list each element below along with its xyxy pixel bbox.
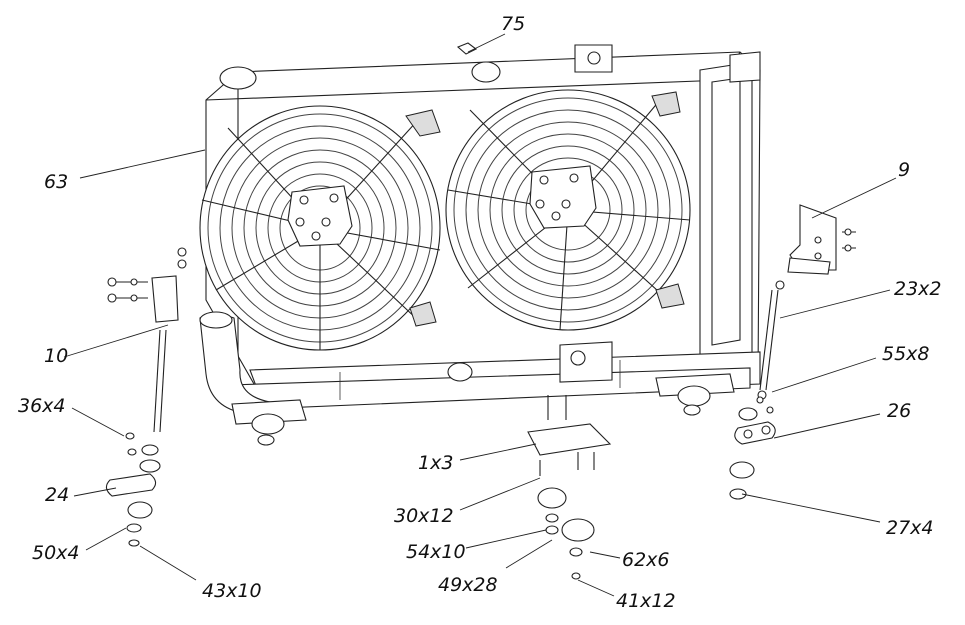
mount-26-27 bbox=[729, 396, 776, 500]
callout-26: 26 bbox=[887, 400, 912, 422]
mount-1-center bbox=[527, 395, 612, 580]
callout-75: 75 bbox=[501, 13, 526, 35]
callout-27x4: 27x4 bbox=[886, 517, 934, 539]
callout-63: 63 bbox=[44, 171, 69, 193]
callout-62x6: 62x6 bbox=[622, 549, 670, 571]
callout-50x4: 50x4 bbox=[32, 542, 80, 564]
callout-55x8: 55x8 bbox=[882, 343, 930, 365]
callout-24: 24 bbox=[45, 484, 70, 506]
leader-lines bbox=[63, 33, 897, 597]
callout-10: 10 bbox=[44, 345, 69, 367]
base-mounts bbox=[231, 373, 735, 446]
callout-43x10: 43x10 bbox=[202, 580, 262, 602]
callout-9: 9 bbox=[898, 159, 911, 181]
tie-rod-23 bbox=[757, 280, 785, 400]
fan-right bbox=[445, 89, 691, 331]
mount-24-left bbox=[105, 432, 161, 547]
fan-left bbox=[199, 105, 441, 351]
callout-49x28: 49x28 bbox=[438, 574, 498, 596]
callout-54x10: 54x10 bbox=[406, 541, 466, 563]
callout-41x12: 41x12 bbox=[616, 590, 676, 612]
bracket-10 bbox=[107, 247, 187, 433]
callout-36x4: 36x4 bbox=[18, 395, 66, 417]
callout-30x12: 30x12 bbox=[394, 505, 454, 527]
callout-1x3: 1x3 bbox=[418, 452, 454, 474]
bracket-9 bbox=[787, 204, 856, 275]
callout-23x2: 23x2 bbox=[894, 278, 942, 300]
